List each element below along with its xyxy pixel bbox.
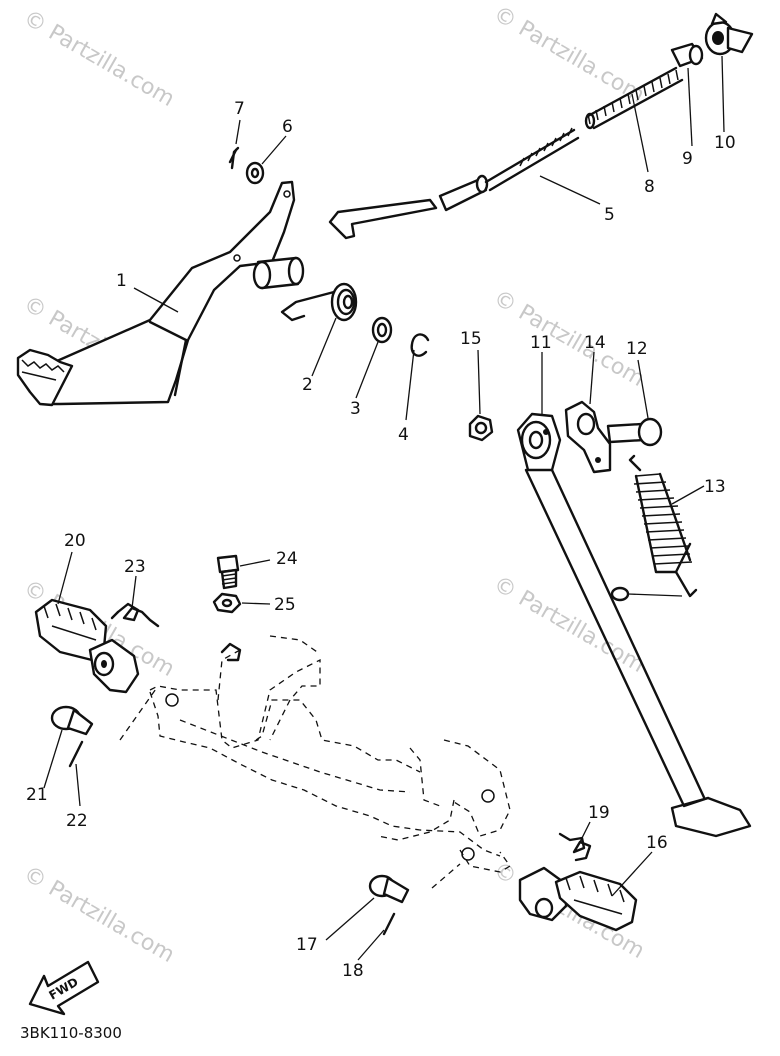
footrest-clip [220, 642, 242, 662]
callout-7: 7 [234, 99, 245, 119]
callout-17: 17 [296, 935, 318, 955]
right-footrest [518, 866, 638, 932]
callout-25: 25 [274, 595, 296, 615]
brake-rod [328, 127, 580, 240]
left-footrest [34, 598, 140, 694]
footrest-pin-right [368, 874, 410, 904]
callout-19: 19 [588, 803, 610, 823]
callout-6: 6 [282, 117, 293, 137]
watermark-text: © Partzilla.com [489, 286, 649, 393]
watermark-text: © Partzilla.com [19, 6, 179, 113]
callout-9: 9 [682, 149, 693, 169]
footrest-cotter-left [68, 740, 84, 768]
brake-rod-spring [584, 66, 684, 130]
footrest-pin-left [50, 705, 94, 736]
frame-bracket [119, 635, 511, 889]
side-stand [516, 412, 752, 838]
washer [371, 316, 393, 344]
callout-8: 8 [644, 177, 655, 197]
brake-pedal [16, 180, 305, 407]
return-spring [280, 282, 358, 322]
wing-nut [704, 12, 754, 56]
callout-16: 16 [646, 833, 668, 853]
circlip [410, 333, 430, 357]
callout-11: 11 [530, 333, 552, 353]
washer-small [245, 161, 265, 185]
callout-15: 15 [460, 329, 482, 349]
callout-23: 23 [124, 557, 146, 577]
callout-3: 3 [350, 399, 361, 419]
footrest-cotter-right [382, 912, 396, 936]
callout-1: 1 [116, 271, 127, 291]
cotter-pin [228, 146, 240, 170]
fwd-arrow: FWD [28, 960, 100, 1016]
footrest-nut [212, 592, 242, 614]
callouts: 1 2 3 4 5 6 7 8 9 10 11 12 13 14 15 16 1… [26, 99, 736, 981]
callout-10: 10 [714, 133, 736, 153]
callout-12: 12 [626, 339, 648, 359]
joint-pin [670, 42, 704, 68]
callout-13: 13 [704, 477, 726, 497]
callout-22: 22 [66, 811, 88, 831]
callout-5: 5 [604, 205, 615, 225]
watermarks: © Partzilla.com © Partzilla.com © Partzi… [19, 2, 649, 969]
callout-21: 21 [26, 785, 48, 805]
footrest-spring-left [110, 602, 160, 628]
footrest-spring-right [558, 832, 592, 862]
callout-18: 18 [342, 961, 364, 981]
leader-lines [43, 55, 725, 961]
callout-4: 4 [398, 425, 409, 445]
stand-bracket [564, 400, 612, 474]
callout-24: 24 [276, 549, 298, 569]
callout-2: 2 [302, 375, 313, 395]
nut [468, 414, 494, 442]
diagram-code: 3BK110-8300 [20, 1024, 122, 1042]
watermark-text: © Partzilla.com [489, 2, 649, 109]
callout-20: 20 [64, 531, 86, 551]
watermark-text: © Partzilla.com [19, 862, 179, 969]
footrest-bolt [216, 554, 240, 590]
stand-bolt [606, 417, 663, 447]
stand-spring [610, 454, 698, 602]
callout-14: 14 [584, 333, 606, 353]
